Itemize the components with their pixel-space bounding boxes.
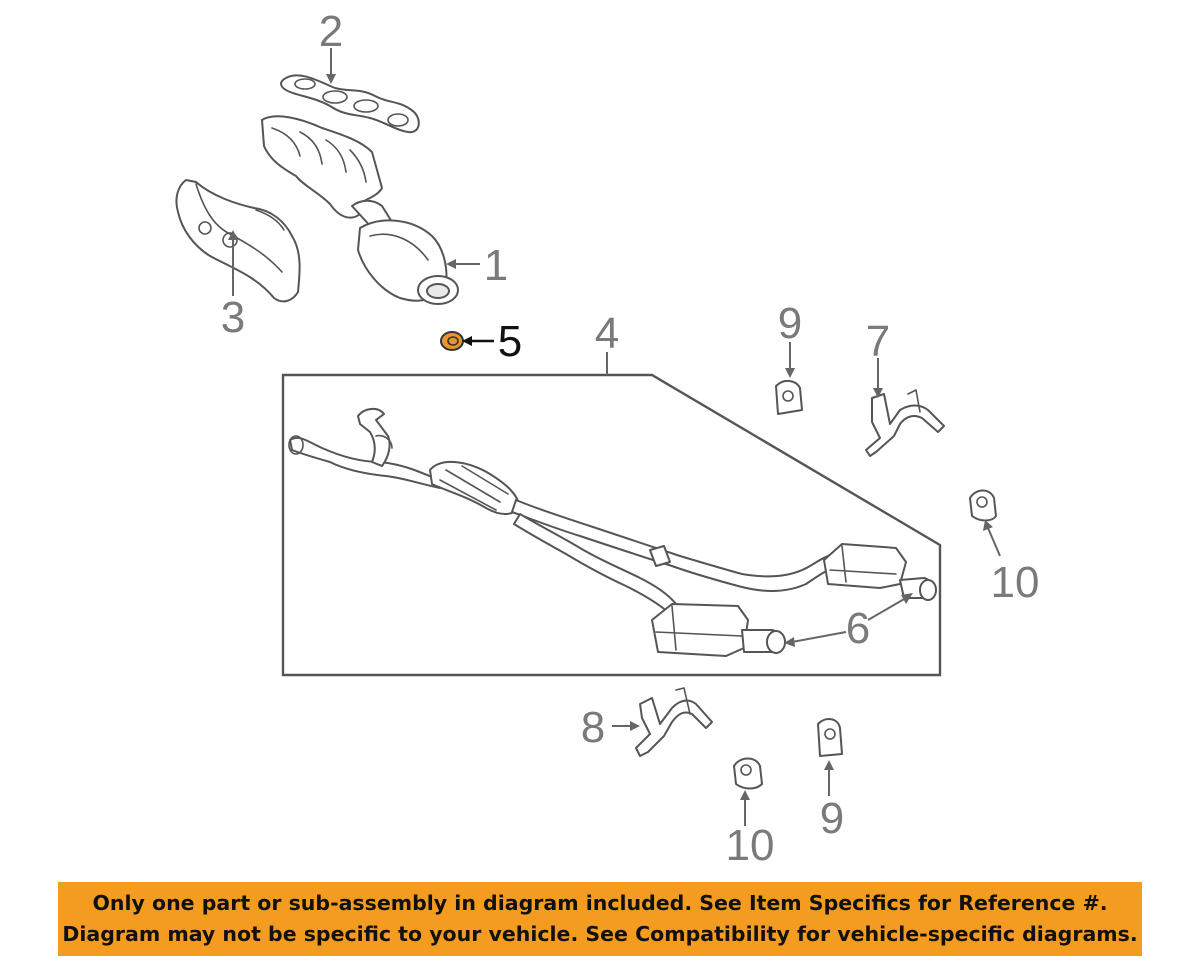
callout-6: 6 xyxy=(846,604,870,653)
callout-9-lower: 9 xyxy=(820,794,844,843)
part-4-exhaust-assembly xyxy=(288,408,937,657)
part-7-bracket xyxy=(865,389,945,457)
part-2-gasket xyxy=(280,74,420,134)
disclaimer-line-2: Diagram may not be specific to your vehi… xyxy=(62,922,1138,946)
callout-10-right: 10 xyxy=(991,558,1040,607)
callout-9-upper: 9 xyxy=(778,299,802,348)
exhaust-diagram: 2 1 3 5 4 9 7 10 6 8 10 9 xyxy=(175,7,1040,870)
callout-2: 2 xyxy=(319,7,343,56)
callout-7: 7 xyxy=(866,317,890,366)
disclaimer-line-1: Only one part or sub-assembly in diagram… xyxy=(92,891,1108,915)
callout-10-lower: 10 xyxy=(726,821,775,870)
part-9-insulator-upper xyxy=(775,380,803,415)
part-9-insulator-lower xyxy=(817,718,843,757)
part-5-gasket-highlighted xyxy=(440,331,464,351)
part-10-hanger-lower xyxy=(733,757,763,790)
callout-8: 8 xyxy=(581,703,605,752)
leader-lines xyxy=(228,48,1001,826)
callout-4: 4 xyxy=(595,309,619,358)
callout-5: 5 xyxy=(498,317,522,366)
callout-1: 1 xyxy=(484,241,508,290)
part-1-manifold-converter xyxy=(261,115,459,305)
assembly-outline xyxy=(281,373,942,677)
part-10-hanger-right xyxy=(969,489,997,522)
callout-3: 3 xyxy=(221,293,245,342)
part-3-heat-shield xyxy=(175,179,301,303)
callout-labels: 2 1 3 5 4 9 7 10 6 8 10 9 xyxy=(221,7,1040,870)
disclaimer-banner: Only one part or sub-assembly in diagram… xyxy=(58,882,1142,956)
part-8-bracket xyxy=(635,687,713,757)
